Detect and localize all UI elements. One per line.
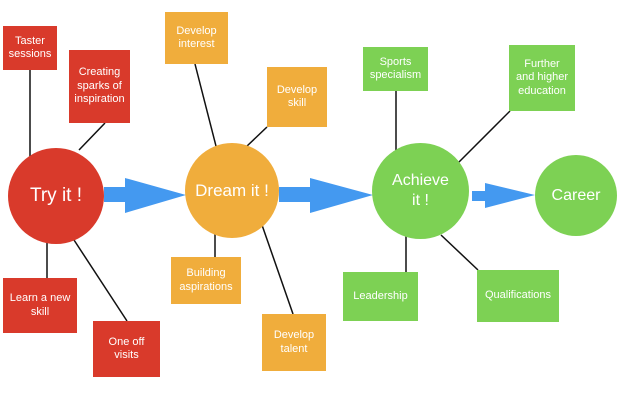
connector-oneoff	[73, 239, 128, 322]
connector-qualifications	[440, 234, 479, 271]
item-qualifications: Qualifications	[477, 270, 559, 322]
stage-career: Career	[535, 155, 617, 236]
arrow-achieve-to-career	[472, 183, 535, 208]
stage-try: Try it !	[8, 148, 104, 244]
connector-further	[456, 110, 511, 165]
connector-skill	[245, 126, 268, 148]
item-learn-new-skill: Learn a new skill	[3, 278, 77, 333]
stage-achieve: Achieve it !	[372, 143, 469, 239]
item-develop-skill: Develop skill	[267, 67, 327, 127]
item-building-aspirations: Building aspirations	[171, 257, 241, 304]
item-taster-sessions: Taster sessions	[3, 26, 57, 70]
arrow-try-to-dream	[104, 178, 186, 213]
stage-dream: Dream it !	[185, 143, 279, 238]
item-further-higher-education: Further and higher education	[509, 45, 575, 111]
item-creating-sparks: Creating sparks of inspiration	[69, 50, 130, 123]
connector-interest	[194, 63, 218, 151]
item-sports-specialism: Sports specialism	[363, 47, 428, 91]
item-develop-interest: Develop interest	[165, 12, 228, 64]
connector-talent	[261, 224, 294, 315]
item-one-off-visits: One off visits	[93, 321, 160, 377]
arrow-dream-to-achieve	[279, 178, 373, 213]
connector-creating	[78, 122, 106, 151]
item-develop-talent: Develop talent	[262, 314, 326, 371]
item-leadership: Leadership	[343, 272, 418, 321]
